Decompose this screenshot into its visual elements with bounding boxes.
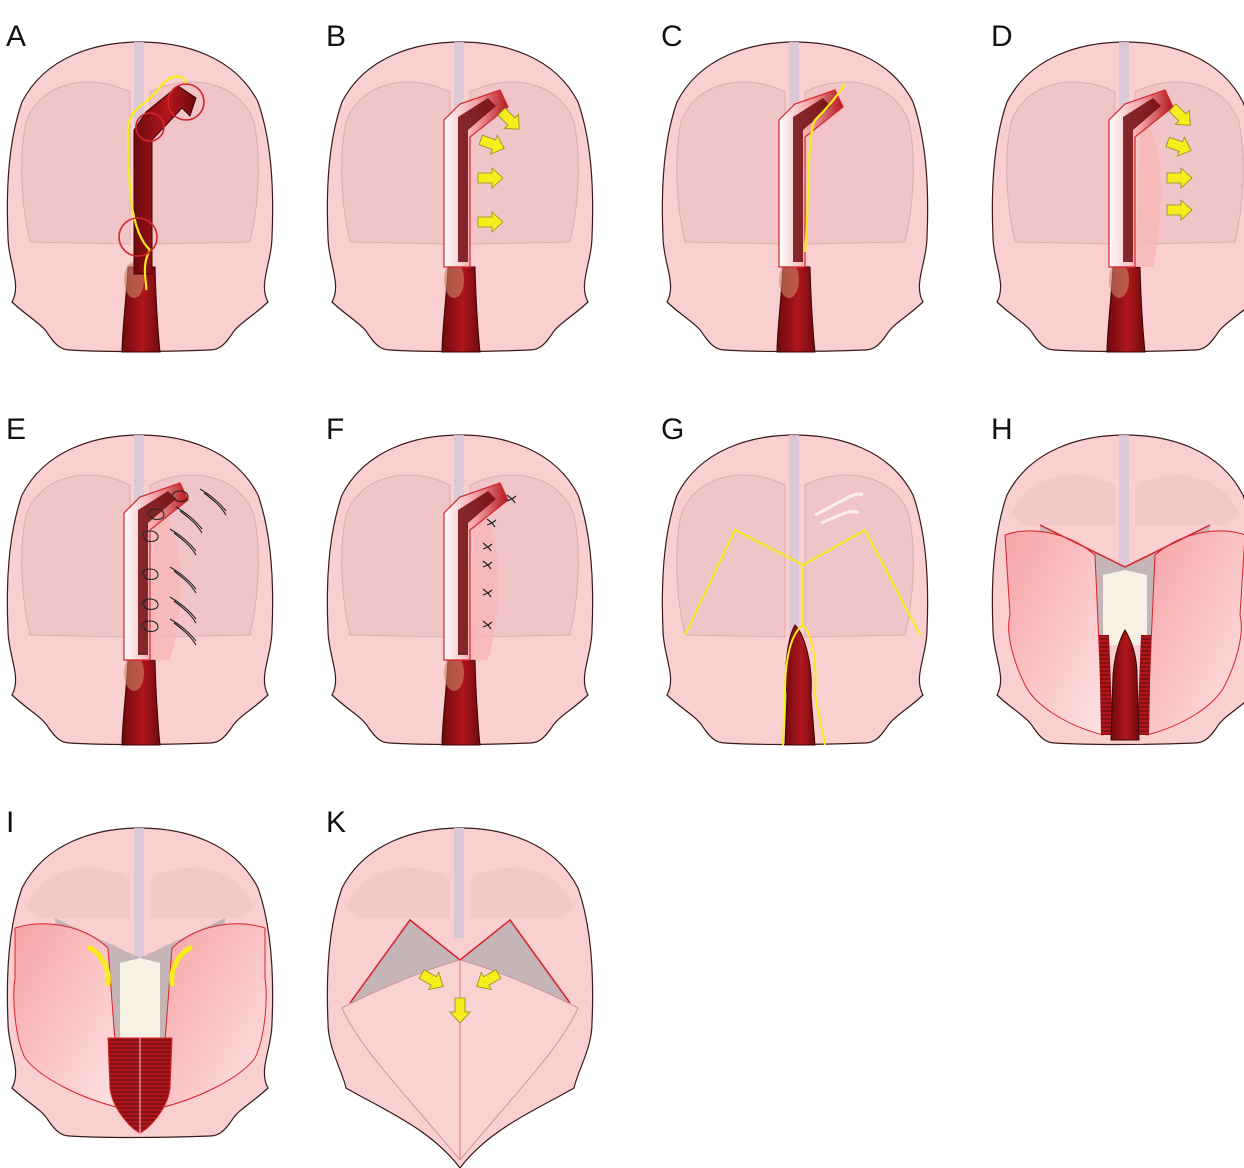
panel-b-illustration	[320, 12, 600, 382]
panel-a: A	[0, 12, 280, 382]
panel-d-label: D	[991, 22, 1013, 52]
panel-g-label: G	[661, 415, 684, 445]
left-lung	[1007, 82, 1115, 244]
septum	[454, 828, 464, 938]
panel-c-label: C	[661, 22, 683, 52]
panel-d: D	[985, 12, 1244, 382]
panel-f: F	[320, 405, 600, 775]
panel-h-label: H	[991, 415, 1013, 445]
panel-i-illustration	[0, 798, 280, 1168]
panel-c-illustration	[655, 12, 935, 382]
panel-f-illustration	[320, 405, 600, 775]
panel-a-label: A	[6, 22, 26, 52]
left-lung	[22, 475, 130, 637]
left-lung	[22, 82, 130, 244]
panel-b: B	[320, 12, 600, 382]
panel-g-illustration	[655, 405, 935, 775]
panel-b-label: B	[326, 22, 346, 52]
panel-k-label: K	[326, 808, 346, 838]
panel-k-illustration	[320, 798, 600, 1168]
panel-c: C	[655, 12, 935, 382]
panel-a-illustration	[0, 12, 280, 382]
panel-h: H	[985, 405, 1244, 775]
left-lung	[342, 475, 450, 637]
left-lung	[677, 475, 785, 637]
cavity-floor	[120, 958, 160, 1038]
panel-e-illustration	[0, 405, 280, 775]
panel-i-label: I	[6, 808, 14, 838]
panel-f-label: F	[326, 415, 344, 445]
panel-e: E	[0, 405, 280, 775]
panel-k: K	[320, 798, 600, 1168]
panel-g: G	[655, 405, 935, 775]
right-lung	[805, 475, 913, 637]
panel-d-illustration	[985, 12, 1244, 382]
septum	[789, 435, 799, 645]
panel-i: I	[0, 798, 280, 1168]
left-lung	[342, 82, 450, 244]
left-lung	[677, 82, 785, 244]
panel-e-label: E	[6, 415, 26, 445]
panel-h-illustration	[985, 405, 1244, 775]
